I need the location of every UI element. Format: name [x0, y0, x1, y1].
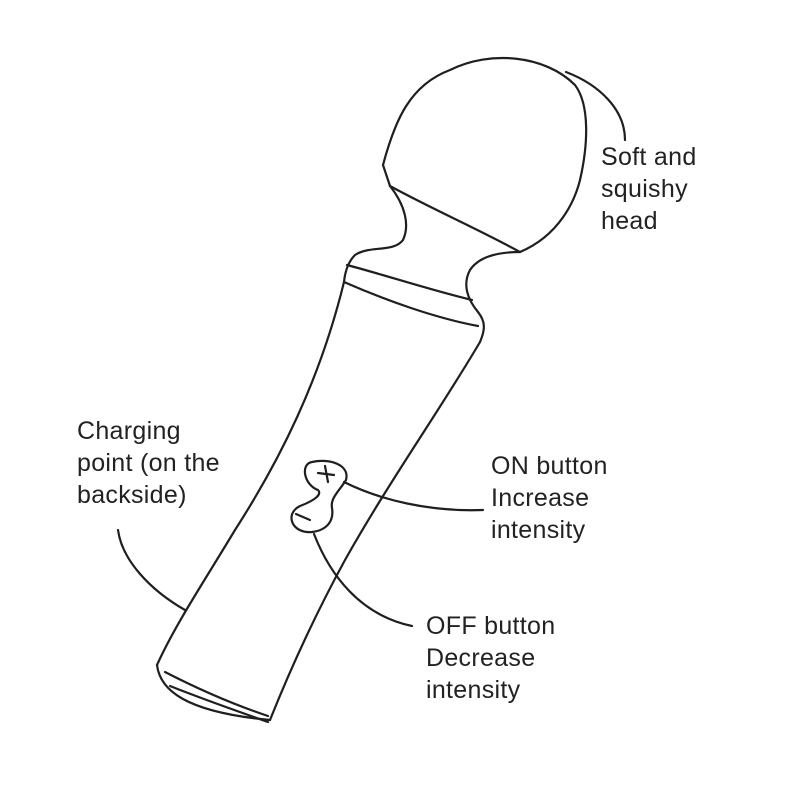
label-head-line-1: Soft and	[601, 143, 697, 171]
label-charging-point: Charging point (on the backside)	[77, 415, 220, 511]
plus-icon-v	[323, 464, 330, 484]
label-head-line-3: head	[601, 207, 658, 235]
label-on-button: ON button Increase intensity	[491, 450, 608, 546]
wand-head-left-side	[381, 163, 392, 188]
label-on-line-3: intensity	[491, 516, 586, 544]
label-head-line-2: squishy	[601, 175, 688, 203]
label-off-line-2: Decrease	[426, 644, 536, 672]
leader-line-charging	[116, 528, 187, 612]
label-off-line-3: intensity	[426, 676, 521, 704]
label-soft-squishy-head: Soft and squishy head	[601, 141, 697, 237]
wand-handle-left	[155, 280, 346, 667]
label-off-line-1: OFF button	[426, 612, 556, 640]
wand-head-seam	[388, 184, 522, 254]
wand-neck-right	[465, 250, 522, 344]
label-on-line-2: Increase	[491, 484, 590, 512]
wand-base-end	[155, 663, 272, 722]
wand-collar-ring-top	[345, 263, 474, 302]
minus-icon	[294, 512, 312, 522]
leader-line-head	[564, 70, 627, 142]
label-charging-line-3: backside)	[77, 481, 187, 509]
wand-handle-right	[268, 340, 482, 722]
label-off-button: OFF button Decrease intensity	[426, 610, 555, 706]
wand-neck-left	[342, 184, 408, 284]
wand-head-dome	[381, 56, 588, 182]
leader-line-off-button	[312, 532, 414, 628]
label-charging-line-1: Charging	[77, 417, 181, 445]
leader-line-on-button	[342, 480, 485, 512]
wand-head-right-side	[518, 178, 582, 254]
wand-base-groove-2	[168, 684, 270, 724]
wand-collar-ring-bottom	[342, 280, 480, 328]
label-charging-line-2: point (on the	[77, 449, 220, 477]
label-on-line-1: ON button	[491, 452, 608, 480]
wand-base-groove-1	[163, 670, 270, 718]
button-pad-outline	[290, 459, 348, 534]
